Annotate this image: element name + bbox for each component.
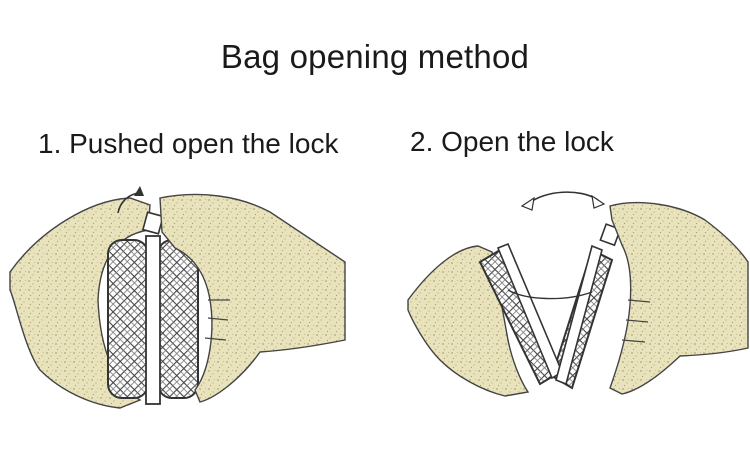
bag-right-panel	[157, 239, 199, 399]
step-1-illustration	[9, 186, 346, 409]
bag-frame-right	[555, 244, 603, 386]
double-headed-arc-arrow-icon	[527, 191, 599, 205]
diagram-title: Bag opening method	[220, 38, 530, 75]
step-1-label: 1. Pushed open the lock	[38, 128, 339, 159]
bag-left-panel	[107, 239, 149, 399]
step-2-illustration	[407, 191, 749, 397]
bag-frame-bar	[145, 235, 161, 405]
left-hand	[9, 197, 151, 409]
right-hand-2	[609, 201, 749, 395]
lock-clasp	[141, 211, 165, 235]
step-2-label: 2. Open the lock	[410, 126, 614, 157]
left-hand-2	[407, 245, 530, 397]
